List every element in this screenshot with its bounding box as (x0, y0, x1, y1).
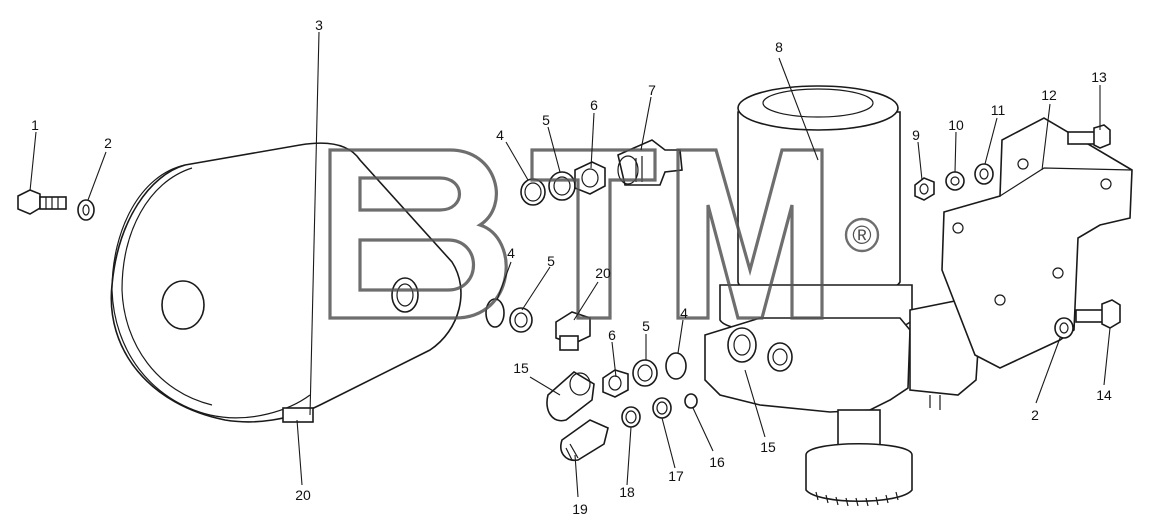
callout-label-7: 7 (648, 82, 656, 98)
plug-20-top (555, 311, 591, 351)
bolt-13 (1067, 124, 1111, 149)
callout-label-19: 19 (572, 501, 588, 517)
receiver-tank (110, 142, 462, 423)
elbow-19 (560, 419, 609, 462)
callout-label-3: 3 (315, 17, 323, 33)
callout-label-5: 5 (547, 253, 555, 269)
callout-label-17: 17 (668, 468, 684, 484)
callout-label-5: 5 (642, 318, 650, 334)
air-dryer-8 (704, 85, 981, 507)
callout-label-4: 4 (680, 305, 688, 321)
elbow-15-left (546, 371, 595, 422)
seal-5-mid (509, 307, 533, 333)
seal-5-low (632, 359, 658, 387)
callout-label-2: 2 (1031, 407, 1039, 423)
elbow-fitting-7 (617, 139, 683, 186)
callout-label-14: 14 (1096, 387, 1112, 403)
callout-label-6: 6 (590, 97, 598, 113)
seal-5-top (548, 171, 576, 201)
ring-4-top (520, 178, 546, 206)
callout-label-2: 2 (104, 135, 112, 151)
ring-16 (684, 393, 698, 409)
callout-label-18: 18 (619, 484, 635, 500)
callout-label-4: 4 (507, 245, 515, 261)
ring-4-low (665, 352, 687, 380)
ring-17 (652, 397, 672, 419)
btm-watermark-logo: ® (328, 148, 880, 320)
bracket-12 (941, 117, 1133, 369)
callout-label-9: 9 (912, 127, 920, 143)
bolt-1 (17, 189, 67, 215)
callout-label-4: 4 (496, 127, 504, 143)
callout-label-16: 16 (709, 454, 725, 470)
washer-11 (974, 163, 994, 185)
callout-label-5: 5 (542, 112, 550, 128)
nut-6-top (574, 161, 606, 195)
callout-label-1: 1 (31, 117, 39, 133)
nut-9 (914, 177, 935, 201)
ring-4-mid (485, 298, 505, 328)
registered-mark: ® (852, 220, 871, 250)
callout-label-20: 20 (595, 265, 611, 281)
callout-label-10: 10 (948, 117, 964, 133)
washer-2-left (77, 199, 95, 221)
callout-label-20: 20 (295, 487, 311, 503)
callout-label-15: 15 (513, 360, 529, 376)
callout-label-12: 12 (1041, 87, 1057, 103)
washer-2-right (1054, 317, 1074, 339)
callout-label-11: 11 (991, 102, 1006, 118)
callout-label-15: 15 (760, 439, 776, 455)
callout-label-8: 8 (775, 39, 783, 55)
ring-18 (621, 406, 641, 428)
bolt-14 (1075, 299, 1121, 329)
callout-label-13: 13 (1091, 69, 1107, 85)
washer-10 (945, 171, 965, 191)
callout-label-6: 6 (608, 327, 616, 343)
leader-lines (29, 31, 1111, 498)
